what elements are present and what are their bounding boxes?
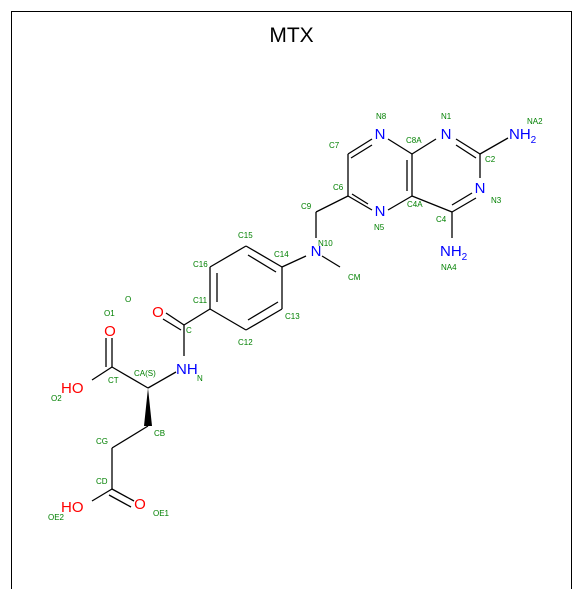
label-c2: C2 [485, 155, 496, 164]
label-ct: CT [108, 376, 119, 385]
bond-c6-c9 [315, 195, 349, 213]
bond-c15-c14-inner [247, 254, 277, 273]
bond-c7-n8-double [350, 144, 373, 159]
bond-c11-c [183, 308, 211, 326]
atom-n3: N [475, 180, 486, 197]
bond-c13-c12 [245, 308, 283, 331]
label-ca: CA(S) [134, 369, 156, 378]
atom-o2: HO [61, 380, 84, 397]
bond-n-ca [147, 371, 177, 389]
bond-n8-c8a [387, 138, 413, 155]
bond-n3-c4 [451, 197, 477, 213]
bond-n10-c14 [281, 255, 307, 268]
bond-ct-o2 [91, 366, 113, 381]
label-c14: C14 [274, 250, 289, 259]
label-c16: C16 [193, 260, 208, 269]
label-c8a: C8A [406, 136, 422, 145]
label-c13: C13 [285, 312, 300, 321]
atom-n8: N [375, 126, 386, 143]
atom-n10: N [311, 243, 322, 260]
label-c4a: C4A [407, 200, 423, 209]
label-c11: C11 [193, 296, 208, 305]
bond-c-o-double [162, 318, 182, 331]
label-c15: C15 [238, 231, 253, 240]
bond-c4a-n5 [387, 195, 413, 211]
label-na4: NA4 [441, 263, 457, 272]
label-c9: C9 [301, 202, 312, 211]
label-n5: N5 [374, 223, 385, 232]
label-oe2: OE2 [48, 513, 65, 522]
atom-oe2: HO [61, 499, 84, 516]
bond-cd-oe1-double [108, 494, 132, 508]
label-c12: C12 [238, 338, 253, 347]
element-symbols: N N NH2 N N N NH2 O O NH HO HO O [61, 126, 537, 516]
bond-ca-cb-wedge [144, 388, 152, 426]
diagram-frame [11, 11, 572, 589]
bond-c7-n8 [347, 138, 373, 155]
label-c: C [186, 326, 192, 335]
bonds [91, 137, 509, 508]
atom-labels: N8 N1 NA2 C7 C8A C2 C6 N3 C9 N5 C4A C4 C… [48, 112, 543, 522]
bond-c16-c15 [209, 245, 247, 268]
label-c6: C6 [333, 183, 344, 192]
atom-n5: N [375, 203, 386, 220]
label-n8: N8 [376, 112, 387, 121]
bond-c4-c4a [411, 195, 453, 213]
label-o1: O1 [104, 309, 115, 318]
bond-c15-c14 [245, 245, 283, 268]
bond-n10-cm [321, 255, 341, 268]
label-n3: N3 [491, 196, 502, 205]
label-cm: CM [348, 273, 361, 282]
bond-c13-c12-inner [247, 301, 279, 321]
bond-c12-c11 [209, 308, 247, 331]
atom-o1: O [104, 323, 116, 340]
label-n1: N1 [441, 112, 452, 121]
atom-o: O [152, 304, 164, 321]
atom-n1: N [441, 126, 452, 143]
bond-n1-c2 [455, 138, 481, 155]
atom-na4: NH2 [440, 243, 468, 263]
bond-n3-c4-double [451, 192, 473, 206]
label-oe1: OE1 [153, 509, 170, 518]
label-cg: CG [96, 437, 108, 446]
label-n10: N10 [318, 239, 333, 248]
diagram-title: MTX [269, 24, 314, 47]
bond-cd-oe1 [111, 488, 135, 502]
bond-n5-c6-double [351, 193, 369, 205]
label-cd: CD [96, 477, 108, 486]
bond-cb-cg [111, 425, 149, 449]
bond-c-o [165, 312, 185, 326]
label-o2: O2 [51, 394, 62, 403]
label-o: O [125, 295, 131, 304]
atom-n: NH [176, 361, 198, 378]
bond-c8a-n1 [411, 138, 437, 155]
label-n: N [197, 374, 203, 383]
atom-na2: NH2 [509, 126, 537, 146]
label-c7: C7 [329, 141, 340, 150]
label-cb: CB [154, 429, 165, 438]
bond-n5-c6 [347, 195, 373, 211]
atom-oe1: O [134, 496, 146, 513]
bond-ca-ct [111, 366, 149, 389]
bond-n1-c2-double [455, 144, 477, 159]
bond-c2-na2 [479, 137, 509, 155]
label-c4: C4 [436, 215, 447, 224]
bond-cd-oe2 [91, 488, 113, 502]
label-na2: NA2 [527, 117, 543, 126]
